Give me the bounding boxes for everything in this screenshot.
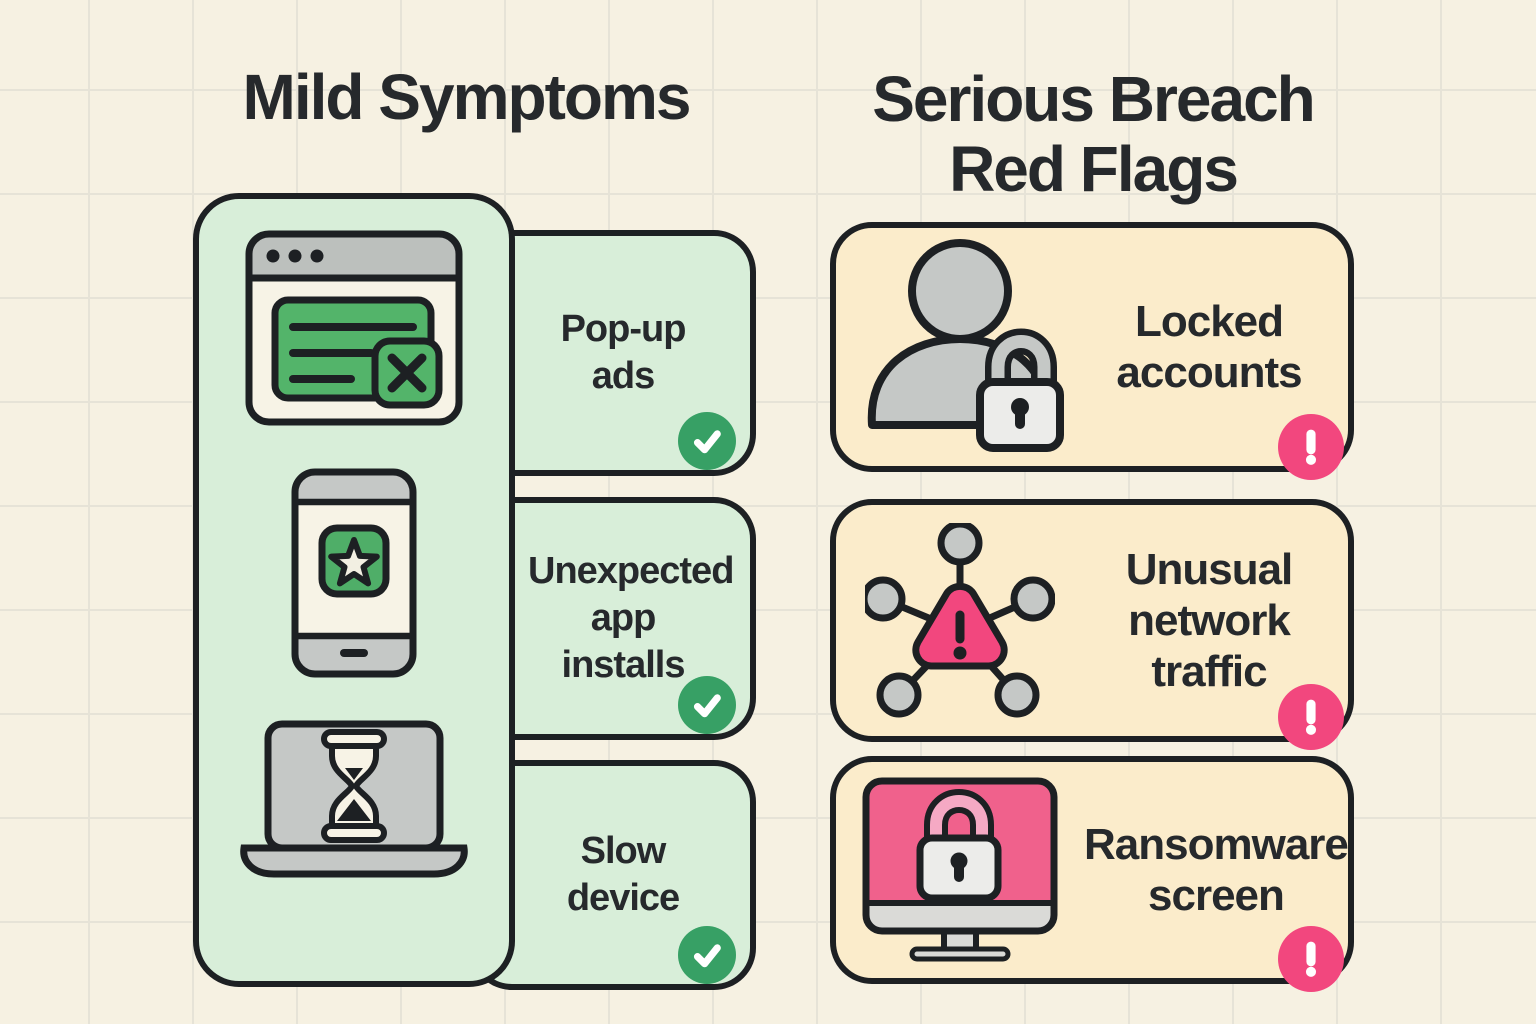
exclamation-icon bbox=[1305, 429, 1317, 465]
user-lock-icon-svg bbox=[867, 239, 1064, 452]
label-line: Pop-up bbox=[560, 308, 687, 350]
serious-card-label: Unusual network traffic bbox=[1084, 544, 1348, 697]
label-line: screen bbox=[1148, 871, 1285, 920]
label-line: Unexpected bbox=[528, 550, 734, 592]
network-warning-icon-svg bbox=[865, 522, 1055, 717]
ransomware-monitor-icon bbox=[836, 777, 1084, 963]
serious-card-label: Ransomware screen bbox=[1084, 819, 1362, 921]
check-badge-icon bbox=[678, 676, 736, 734]
label-line: accounts bbox=[1116, 348, 1302, 397]
mild-card-label: Slow device bbox=[528, 828, 718, 922]
label-line: Unusual bbox=[1125, 545, 1294, 594]
alert-badge-icon bbox=[1278, 414, 1344, 480]
mild-card-slow-device: Slow device bbox=[470, 760, 756, 990]
laptop-hourglass-icon bbox=[240, 720, 468, 878]
label-line: network bbox=[1128, 596, 1291, 645]
network-warning-icon bbox=[836, 522, 1084, 719]
exclamation-icon bbox=[1305, 699, 1317, 735]
label-line: device bbox=[566, 877, 680, 919]
serious-card-locked-accounts: Locked accounts bbox=[830, 222, 1354, 480]
label-line: traffic bbox=[1151, 647, 1267, 696]
label-line: Ransomware bbox=[1084, 820, 1349, 869]
mild-card-unexpected-apps: Unexpected app installs bbox=[470, 497, 756, 740]
serious-card-label: Locked accounts bbox=[1084, 296, 1348, 398]
mild-card-label: Pop-up ads bbox=[528, 306, 718, 400]
serious-title-line1: Serious Breach bbox=[872, 63, 1316, 135]
checkmark-icon bbox=[693, 430, 721, 454]
label-line: Slow bbox=[580, 830, 667, 872]
ransomware-monitor-icon-svg bbox=[862, 777, 1058, 962]
serious-card-ransomware: Ransomware screen bbox=[830, 756, 1354, 992]
serious-title-line2: Red Flags bbox=[949, 133, 1239, 205]
serious-card-unusual-traffic: Unusual network traffic bbox=[830, 499, 1354, 750]
label-line: ads bbox=[591, 355, 655, 397]
checkmark-icon bbox=[693, 694, 721, 718]
browser-popup-ad-icon bbox=[245, 230, 463, 426]
user-lock-icon bbox=[836, 239, 1084, 455]
alert-badge-icon bbox=[1278, 684, 1344, 750]
mild-card-popup-ads: Pop-up ads bbox=[470, 230, 756, 476]
mild-card-label: Unexpected app installs bbox=[528, 548, 734, 689]
alert-badge-icon bbox=[1278, 926, 1344, 992]
label-line: app installs bbox=[561, 597, 686, 686]
label-line: Locked bbox=[1134, 297, 1284, 346]
check-badge-icon bbox=[678, 926, 736, 984]
checkmark-icon bbox=[693, 944, 721, 968]
mild-symptoms-title: Mild Symptoms bbox=[242, 61, 692, 133]
mild-symptoms-panel bbox=[193, 193, 515, 987]
exclamation-icon bbox=[1305, 941, 1317, 977]
phone-app-install-icon bbox=[291, 468, 417, 678]
serious-breach-title: Serious Breach Red Flags bbox=[826, 64, 1360, 204]
check-badge-icon bbox=[678, 412, 736, 470]
